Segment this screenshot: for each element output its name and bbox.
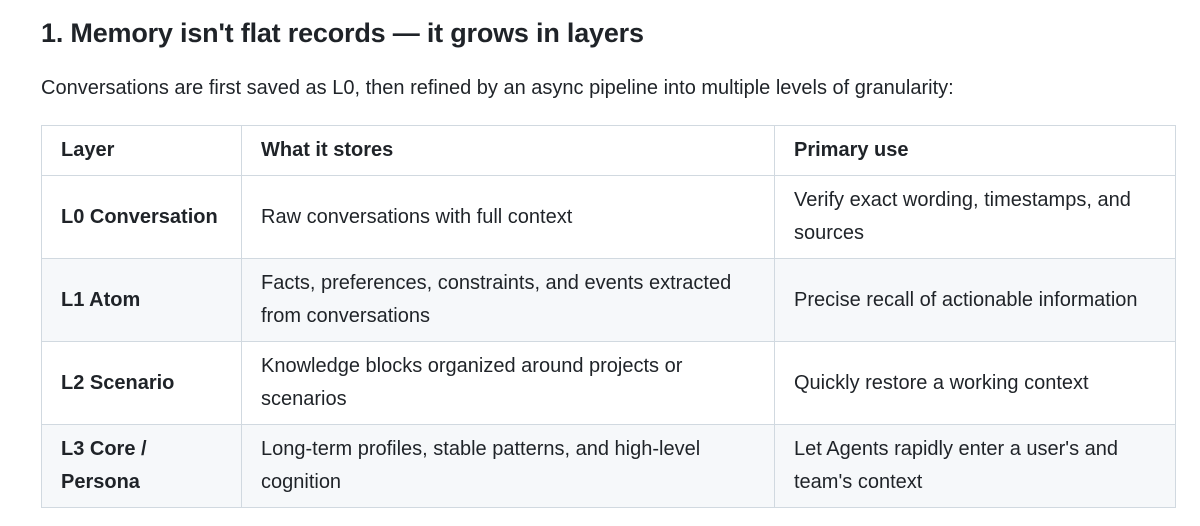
table-row: L1 Atom Facts, preferences, constraints,… <box>41 258 1176 342</box>
stores-cell: Raw conversations with full context <box>241 175 775 259</box>
header-layer: Layer <box>41 125 242 176</box>
table-row: L2 Scenario Knowledge blocks organized a… <box>41 341 1176 425</box>
memory-layers-table: Layer What it stores Primary use L0 Conv… <box>41 125 1176 508</box>
layer-cell: L3 Core / Persona <box>41 424 242 508</box>
use-cell: Let Agents rapidly enter a user's and te… <box>774 424 1176 508</box>
table-header: Layer What it stores Primary use <box>41 125 1176 176</box>
header-primary-use: Primary use <box>774 125 1176 176</box>
stores-cell: Long-term profiles, stable patterns, and… <box>241 424 775 508</box>
table-row: L0 Conversation Raw conversations with f… <box>41 175 1176 259</box>
intro-paragraph: Conversations are first saved as L0, the… <box>41 77 954 99</box>
table-row: L3 Core / Persona Long-term profiles, st… <box>41 424 1176 508</box>
layer-cell: L0 Conversation <box>41 175 242 259</box>
stores-cell: Facts, preferences, constraints, and eve… <box>241 258 775 342</box>
layer-cell: L2 Scenario <box>41 341 242 425</box>
use-cell: Verify exact wording, timestamps, and so… <box>774 175 1176 259</box>
use-cell: Quickly restore a working context <box>774 341 1176 425</box>
stores-cell: Knowledge blocks organized around projec… <box>241 341 775 425</box>
section-heading: 1. Memory isn't flat records — it grows … <box>41 18 644 48</box>
use-cell: Precise recall of actionable information <box>774 258 1176 342</box>
header-row: Layer What it stores Primary use <box>41 125 1176 176</box>
header-what-it-stores: What it stores <box>241 125 775 176</box>
layer-cell: L1 Atom <box>41 258 242 342</box>
table-body: L0 Conversation Raw conversations with f… <box>41 175 1176 508</box>
